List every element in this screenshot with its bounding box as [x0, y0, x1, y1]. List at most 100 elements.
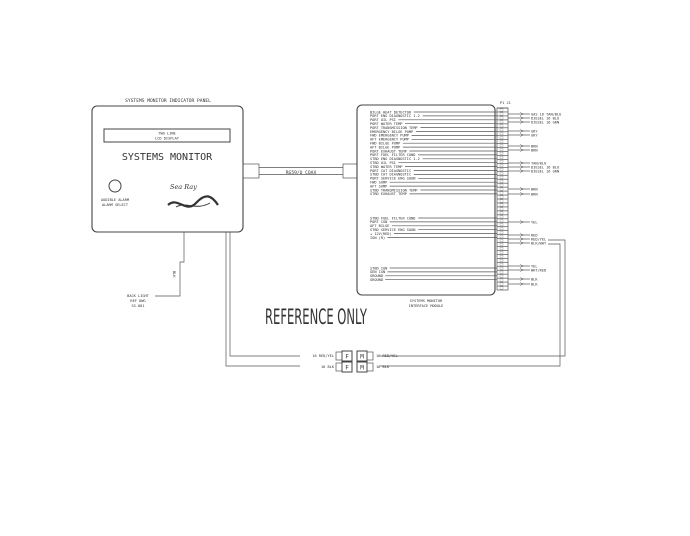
output-arrow: [519, 129, 524, 133]
pin-cell: [499, 124, 504, 128]
pin-cell: [499, 223, 504, 227]
output-label: RED: [531, 233, 538, 237]
output-label: DIESEL 16 GRN: [531, 169, 559, 173]
input-label: STBD CAT DIAGNOSTIC: [370, 173, 411, 177]
input-label: STBD WATER TEMP: [370, 165, 402, 169]
pin-cell: [499, 243, 504, 246]
pin-cell: [499, 164, 504, 167]
pin-cell: [499, 132, 504, 136]
harness-row1-right-label: 16 RED/YEL: [376, 354, 398, 358]
module-label1: SYSTEMS MONITOR: [410, 299, 443, 303]
output-arrow: [519, 233, 524, 237]
input-label: + 12V(RED): [370, 232, 392, 236]
input-label: STBD EXHAUST TEMP: [370, 192, 407, 196]
input-label: STBD FUEL FILTER COND: [370, 216, 415, 220]
input-label: AFT EMERGENCY PUMP: [370, 138, 409, 142]
pin-cell: [499, 247, 504, 250]
backlight-wire: [155, 232, 185, 297]
pin-cell: [499, 148, 504, 151]
lcd-line1: TWO LINE: [158, 132, 175, 136]
output-label: GAS 16 TAN/BLU: [531, 112, 561, 116]
pin-cell: [499, 156, 504, 159]
input-label: PORT SERVICE ENG SOON: [370, 177, 415, 181]
connector-male-2: M: [356, 361, 368, 373]
pin-cell: [499, 219, 504, 223]
backlight-line1: BACK LIGHT: [127, 294, 149, 298]
input-label: PORT IGN: [370, 220, 387, 224]
backlight-line2: REF DWG: [130, 299, 145, 303]
pin-cell: [499, 112, 504, 116]
pin-cell: [499, 278, 504, 282]
pin-cell: [499, 211, 504, 215]
alarm-line2: ALARM SELECT: [102, 203, 129, 207]
output-label: TAN/BLU: [531, 161, 546, 165]
output-label: WHT/RED: [531, 268, 546, 272]
output-label: DIESEL 16 BLU: [531, 116, 559, 120]
output-label: BRN: [531, 148, 538, 152]
pin-cell: [499, 195, 504, 199]
coax-label: RG59/U COAX: [286, 170, 317, 176]
pin-cell: [499, 235, 504, 238]
pin-cell: [499, 203, 504, 207]
pin-cell: [499, 270, 504, 274]
output-arrow: [519, 161, 524, 165]
pin-cell: [499, 108, 504, 112]
pin-cell: [499, 187, 504, 191]
svg-text:F: F: [345, 354, 349, 361]
pin-cell: [499, 266, 504, 270]
pin-cell: [499, 128, 504, 132]
pin-cell: [499, 144, 504, 147]
output-label: BLK: [531, 282, 538, 286]
pin-cell: [499, 282, 504, 286]
pin-cell: [499, 167, 504, 171]
interface-module: [356, 104, 496, 296]
output-label: DIESEL 16 GRN: [531, 120, 559, 124]
output-arrow: [519, 192, 524, 196]
panel-title: SYSTEMS MONITOR INDICATOR PANEL: [125, 98, 211, 104]
input-label: STBD SERVICE ENG SOON: [370, 228, 415, 232]
output-label: BRN: [531, 187, 538, 191]
svg-text:M: M: [360, 354, 364, 361]
input-label: FWD EMERGENCY PUMP: [370, 134, 409, 138]
output-label: YEL: [531, 264, 538, 268]
pin-cell: [499, 116, 504, 120]
output-arrow: [519, 112, 524, 116]
reference-only-text: REFERENCE ONLY: [265, 305, 367, 330]
pin-cell: [499, 207, 504, 211]
pin-cell: [499, 160, 504, 163]
pin-strip: [496, 107, 509, 291]
output-label: BLK/WHT: [531, 241, 547, 245]
power-harness: [225, 232, 566, 367]
lcd-display: [103, 128, 231, 143]
module-label2: INTERFACE MODULE: [409, 304, 444, 308]
output-arrow: [519, 268, 524, 272]
output-arrow: [519, 237, 524, 241]
pin-cell: [499, 255, 504, 258]
input-label: PORT OIL PSI: [370, 118, 396, 122]
pin-cell: [499, 120, 504, 124]
pin-cell: [499, 152, 504, 155]
output-arrow: [519, 187, 524, 191]
pin-cell: [499, 171, 504, 175]
input-label: STBD ENG DIAGNOSTIC 1-2: [370, 157, 420, 161]
output-label: GRY: [531, 133, 538, 137]
alarm-button: [108, 179, 122, 193]
output-label: BRN: [531, 192, 538, 196]
connector-male-1: M: [356, 350, 368, 362]
output-arrow: [519, 241, 524, 245]
input-label: BILGE HEAT DETECTOR: [370, 110, 412, 114]
module-header: P1 J1: [500, 101, 511, 105]
pin-cell: [499, 179, 504, 183]
output-label: YEL: [531, 220, 538, 224]
output-arrow: [519, 165, 524, 169]
pin-cell: [499, 258, 504, 262]
input-label: GEN IGN: [370, 270, 385, 274]
output-arrow: [519, 116, 524, 120]
svg-text:M: M: [360, 365, 364, 372]
input-label: GROUND: [370, 278, 383, 282]
output-arrow: [519, 277, 524, 281]
input-label: GROUND: [370, 274, 383, 278]
input-label: PORT TRANSMISSION TEMP: [370, 126, 418, 130]
